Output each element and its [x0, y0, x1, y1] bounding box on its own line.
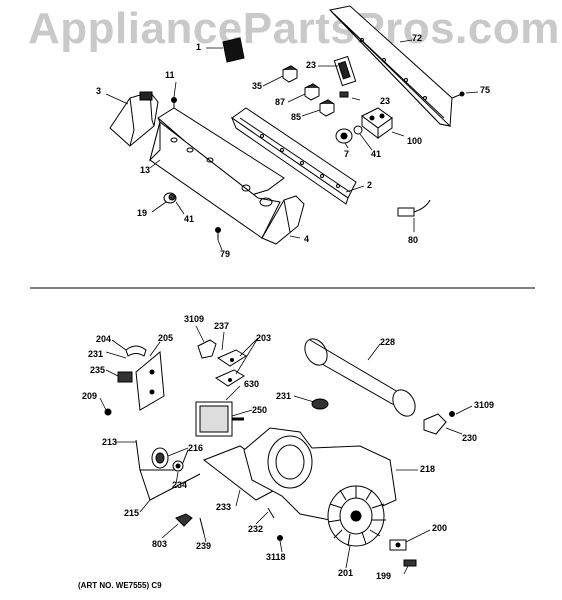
part-200-clip	[389, 539, 407, 551]
callout-11: 11	[165, 70, 175, 80]
part-4-end-cap	[261, 195, 305, 245]
callout-35: 35	[252, 81, 263, 91]
part-19-knob	[163, 192, 177, 204]
part-2-bracket	[230, 107, 357, 205]
callout-218: 218	[420, 464, 436, 474]
callout-237: 237	[214, 321, 230, 331]
callout-23-lower: 23	[380, 96, 391, 106]
part-23-switch-upper	[333, 55, 357, 87]
part-80-connector	[397, 199, 431, 217]
leader-lines-top	[105, 39, 479, 251]
part-216-pulley	[151, 447, 169, 469]
callout-203: 203	[256, 333, 272, 343]
callout-4: 4	[304, 234, 310, 244]
callout-87: 87	[275, 97, 286, 107]
callout-209: 209	[82, 391, 98, 401]
part-234-spring	[172, 460, 184, 472]
part-203-brackets	[214, 349, 247, 387]
callout-7: 7	[344, 149, 350, 159]
part-87-button	[304, 83, 320, 101]
part-204-clip	[125, 345, 147, 357]
callout-85: 85	[291, 112, 302, 122]
part-41-knob-insert	[353, 125, 363, 135]
part-235-mount	[117, 371, 133, 383]
part-23-switch-lower	[339, 91, 349, 98]
callout-3118: 3118	[266, 552, 286, 562]
part-230-idler	[423, 413, 447, 435]
part-228-tube	[304, 338, 416, 417]
callout-41-upper: 41	[371, 149, 382, 159]
part-3109-bracket	[197, 339, 217, 359]
callout-216: 216	[188, 443, 204, 453]
part-239-pin	[199, 517, 205, 535]
callout-630: 630	[244, 379, 260, 389]
part-13-control-panel	[149, 107, 285, 239]
part-3-end-cap	[109, 91, 159, 147]
part-85-button	[319, 99, 335, 117]
watermark-text: AppliancePartsPros.com	[28, 4, 560, 53]
callout-199: 199	[376, 571, 392, 581]
callout-80: 80	[408, 235, 419, 245]
callout-234: 234	[172, 480, 188, 490]
callout-231-left: 231	[88, 349, 104, 359]
callout-230: 230	[462, 433, 478, 443]
art-number-label: (ART NO. WE7555) C9	[78, 581, 162, 590]
callout-41-lower: 41	[184, 214, 195, 224]
part-7-knob	[335, 128, 353, 144]
part-215-rod	[139, 469, 201, 501]
callout-1: 1	[196, 42, 202, 52]
part-232-screw	[267, 507, 275, 519]
part-803-clip	[175, 513, 193, 527]
part-3109-screw	[449, 411, 455, 417]
part-213-arm	[135, 439, 189, 471]
callout-231-mid: 231	[276, 391, 292, 401]
leader-lines-bottom	[99, 325, 473, 575]
callout-2: 2	[367, 180, 373, 190]
callout-201: 201	[338, 568, 354, 578]
callout-79: 79	[220, 249, 231, 259]
callout-213: 213	[102, 437, 118, 447]
callout-23-upper: 23	[306, 60, 317, 70]
part-231-clip	[311, 398, 329, 410]
callout-19: 19	[137, 208, 148, 218]
part-199-screw	[403, 559, 417, 567]
callout-250: 250	[252, 405, 268, 415]
part-79-screw	[215, 227, 221, 240]
callout-232: 232	[248, 524, 264, 534]
callout-100: 100	[407, 136, 423, 146]
part-72-backsplash	[329, 5, 453, 127]
callout-3109-lower: 3109	[474, 400, 495, 410]
part-75-screw	[451, 91, 465, 99]
part-205-plate	[135, 351, 165, 411]
callout-803: 803	[152, 539, 168, 549]
part-11-screw	[171, 97, 177, 110]
callout-233: 233	[216, 502, 232, 512]
callout-200: 200	[432, 523, 448, 533]
callout-215: 215	[124, 508, 140, 518]
part-35-button	[282, 65, 298, 83]
callout-205: 205	[158, 333, 174, 343]
callout-3109-upper: 3109	[184, 314, 205, 324]
callout-204: 204	[96, 334, 112, 344]
part-201-blower-wheel	[327, 485, 386, 547]
part-3118-screw	[277, 535, 283, 541]
callout-235: 235	[90, 365, 106, 375]
part-250-motor	[195, 401, 244, 437]
callout-3: 3	[96, 86, 102, 96]
part-100-switch	[361, 107, 393, 139]
callout-239: 239	[196, 541, 212, 551]
callout-13: 13	[140, 165, 151, 175]
part-209-screw	[104, 408, 112, 416]
callout-228: 228	[380, 337, 396, 347]
part-1-card	[222, 37, 245, 63]
callout-72: 72	[412, 33, 423, 43]
callout-75: 75	[480, 85, 491, 95]
